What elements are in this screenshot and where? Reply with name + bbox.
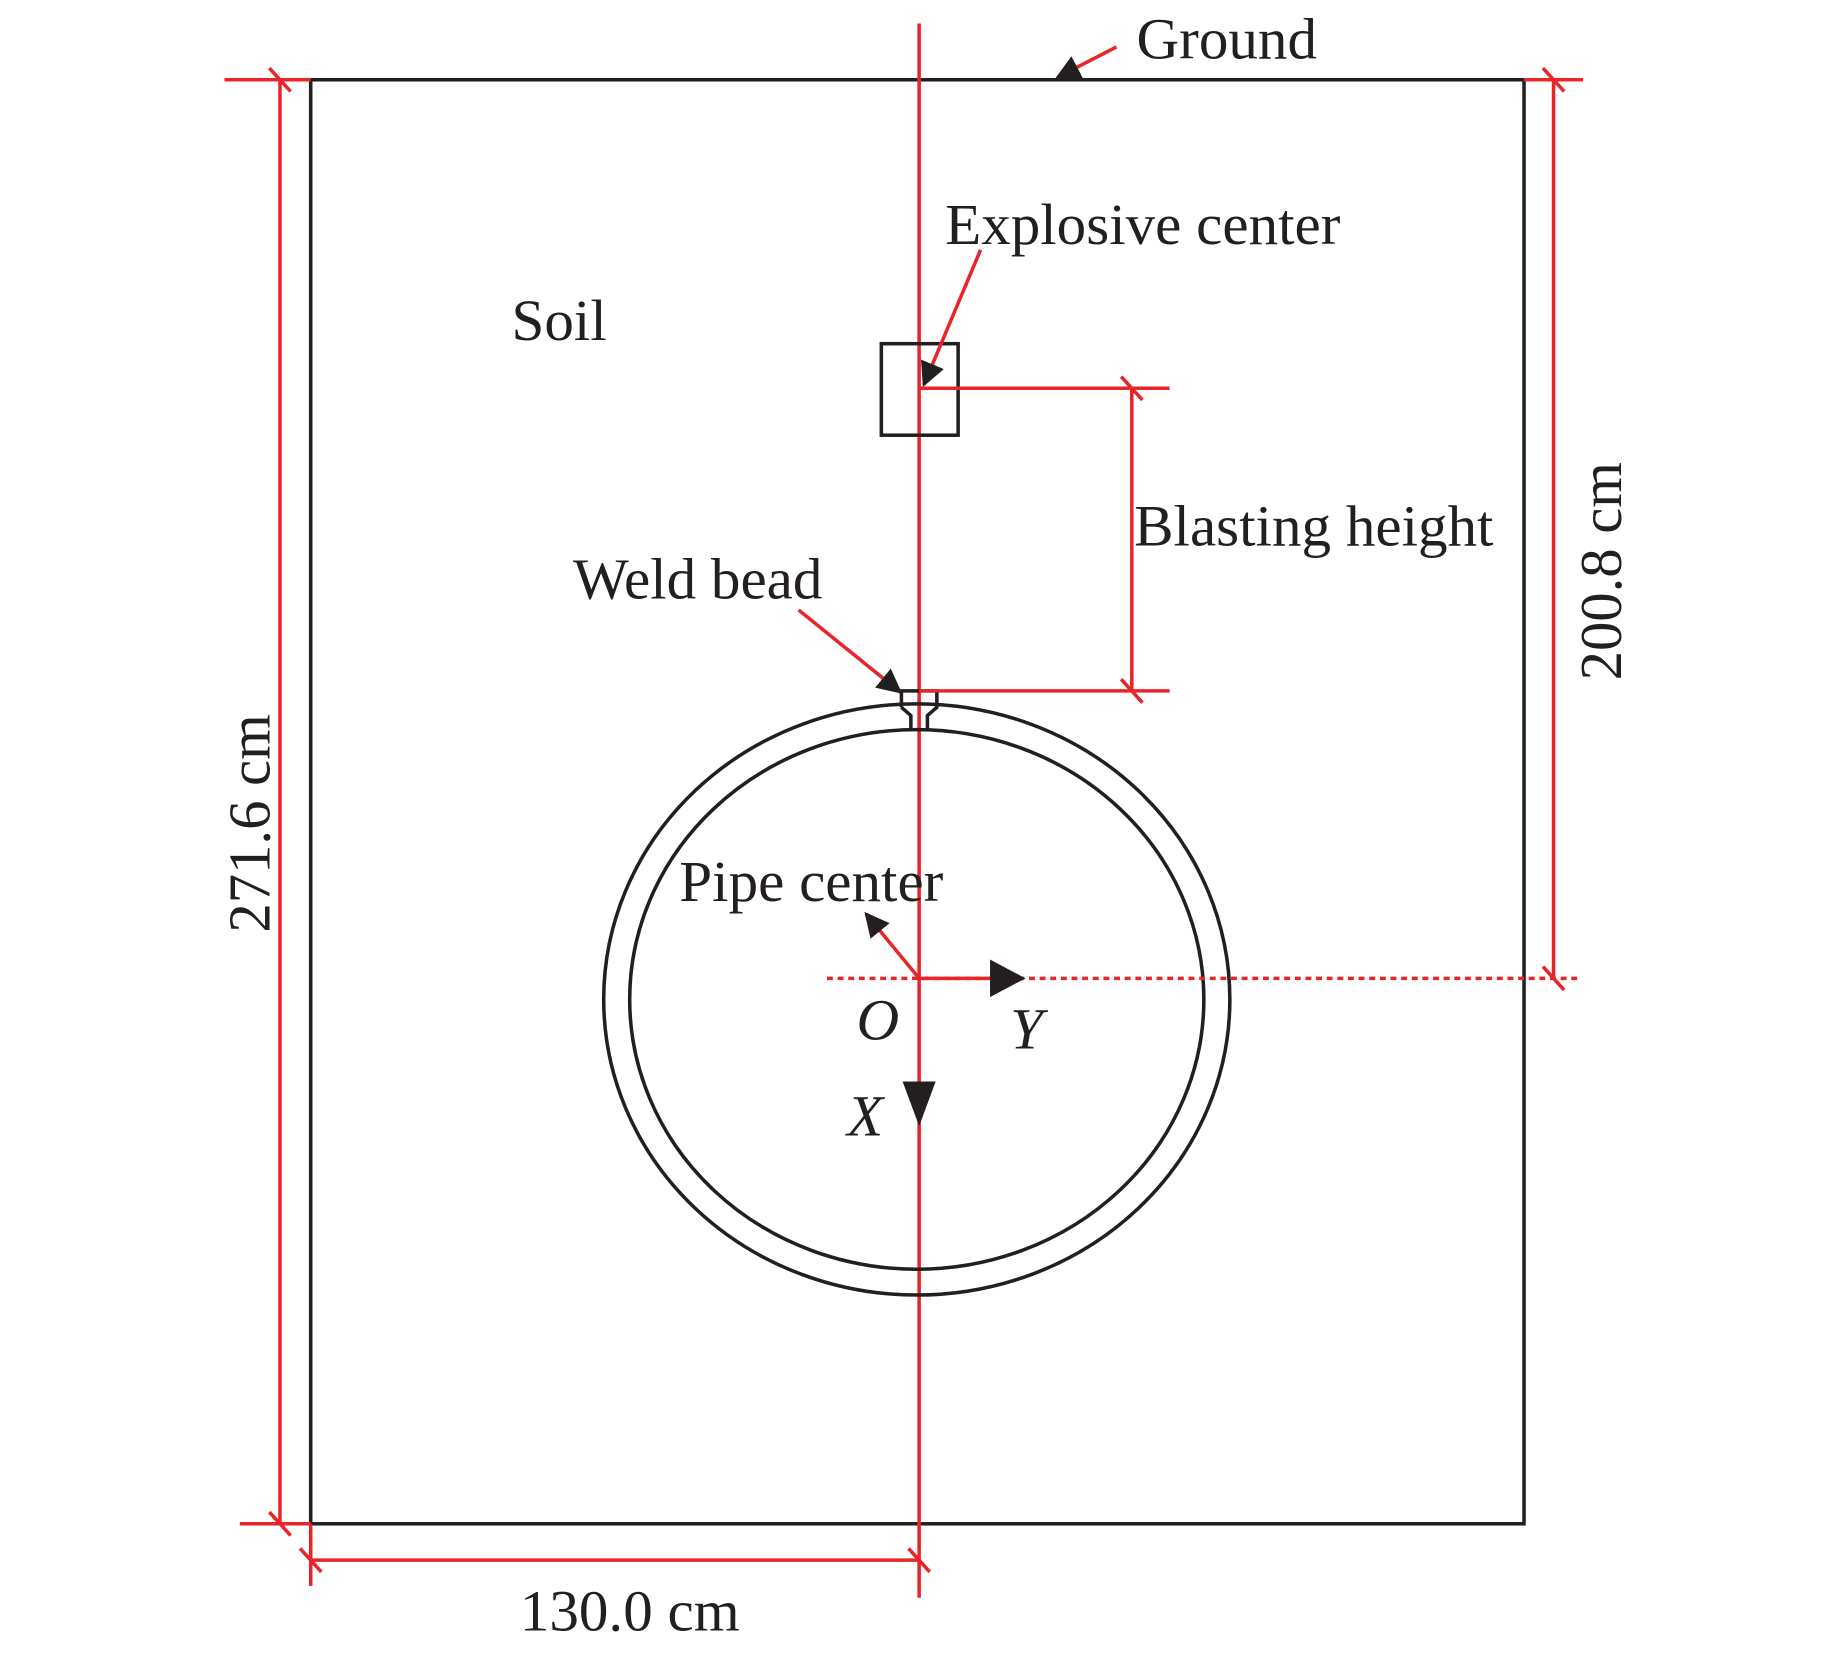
pipe-inner-wall xyxy=(627,727,1206,1271)
pipe-center-leader xyxy=(864,911,921,980)
y-axis-label: Y xyxy=(1010,997,1048,1062)
pipe-center-label: Pipe center xyxy=(679,849,943,914)
pipe-outer-wall xyxy=(601,702,1232,1297)
depth-dimension xyxy=(826,66,1584,992)
width-dimension-label: 130.0 cm xyxy=(520,1579,740,1644)
x-arrowhead xyxy=(902,1081,936,1127)
explosive-leader xyxy=(921,249,983,388)
blasting-height-label: Blasting height xyxy=(1134,494,1494,559)
depth-dimension-label: 200.8 cm xyxy=(1569,462,1634,680)
explosive-center-label: Explosive center xyxy=(945,192,1341,257)
soil-label: Soil xyxy=(512,288,607,353)
blasting-height-dimension xyxy=(919,375,1170,704)
origin-label: O xyxy=(857,988,900,1053)
ground-leader xyxy=(1055,45,1118,79)
weld-bead xyxy=(899,689,939,730)
weld-bead-label: Weld bead xyxy=(573,546,822,611)
height-dimension-label: 271.6 cm xyxy=(217,714,282,932)
x-axis-label: X xyxy=(845,1084,885,1149)
height-dimension xyxy=(224,66,311,1537)
width-dimension xyxy=(298,1523,932,1586)
weld-leader xyxy=(797,608,903,694)
ground-label: Ground xyxy=(1137,7,1317,72)
y-arrowhead xyxy=(990,959,1026,998)
